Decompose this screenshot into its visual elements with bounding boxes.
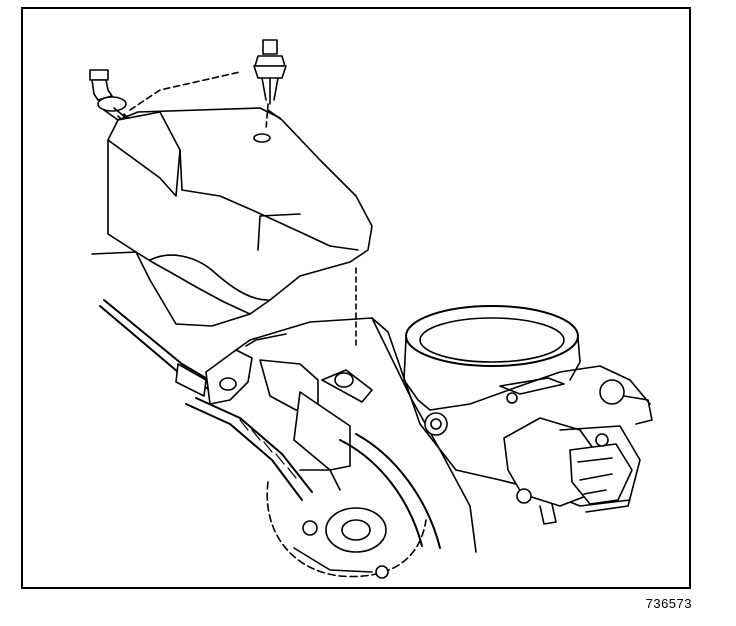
- pulley-icon: [266, 469, 427, 579]
- diagram-frame: [21, 7, 691, 589]
- accelerator-cable-icon: [99, 299, 313, 501]
- figure-id: 736573: [645, 596, 692, 611]
- bolt-icon: [253, 39, 287, 105]
- throttle-body-icon: [339, 305, 651, 553]
- throttle-position-sensor-icon: [503, 379, 653, 525]
- cable-bracket: [205, 317, 389, 471]
- throttle-cover-icon: [91, 107, 373, 347]
